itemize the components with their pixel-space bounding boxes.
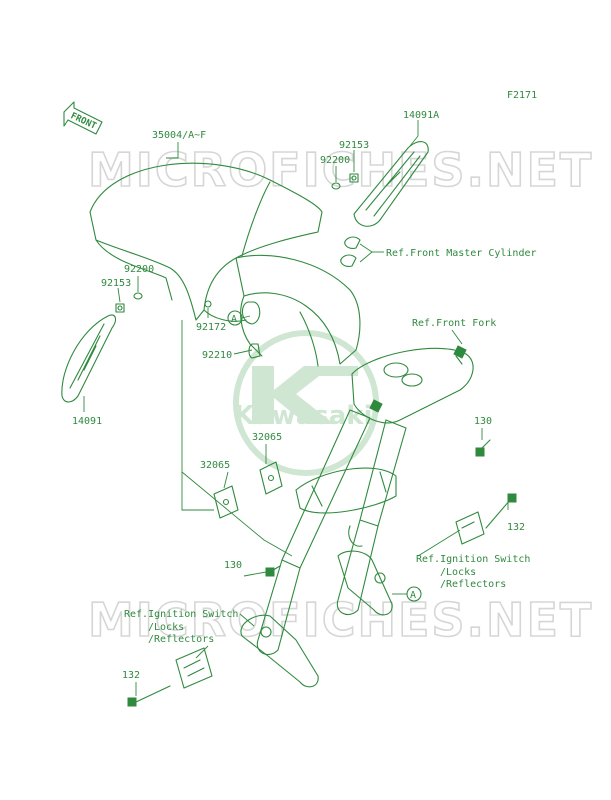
label-92200-top: 92200 bbox=[320, 155, 350, 166]
reflector-bracket-left bbox=[175, 647, 213, 689]
svg-text:A: A bbox=[231, 314, 237, 325]
bolt-92153-top bbox=[349, 173, 359, 183]
part-labels: 35004/A~F 14091A 92153 92200 Ref.Front M… bbox=[72, 110, 537, 681]
label-92153-top: 92153 bbox=[339, 140, 369, 151]
label-ref-front-master-cylinder: Ref.Front Master Cylinder bbox=[386, 248, 537, 259]
mudguard-right bbox=[353, 141, 429, 227]
label-reflectors-right: /Reflectors bbox=[440, 579, 506, 590]
leader-lines bbox=[83, 120, 509, 696]
kawasaki-logo: Kawasaki bbox=[233, 330, 379, 476]
label-132-left: 132 bbox=[122, 670, 140, 681]
watermark-bottom: MICROFICHES.NET bbox=[88, 593, 593, 647]
label-locks-right: /Locks bbox=[440, 567, 476, 578]
front-fork-assembly bbox=[240, 345, 474, 688]
clip-92172 bbox=[204, 300, 212, 308]
bracket-32065-lower bbox=[213, 485, 239, 519]
label-ref-ignition-switch-left: Ref.Ignition Switch bbox=[124, 609, 238, 620]
bolt-130-right bbox=[475, 439, 491, 457]
bolt-132-left bbox=[127, 685, 171, 707]
label-14091: 14091 bbox=[72, 416, 102, 427]
bolt-132-right bbox=[485, 493, 517, 529]
label-130-left: 130 bbox=[224, 560, 242, 571]
svg-text:A: A bbox=[410, 590, 416, 601]
clamp-92210 bbox=[241, 301, 261, 359]
front-fender bbox=[89, 162, 361, 367]
callout-a-upper: A bbox=[227, 310, 251, 326]
reflector-bracket-right bbox=[455, 511, 485, 545]
front-arrow-icon: FRONT bbox=[63, 101, 103, 135]
washer-92200-left bbox=[133, 292, 143, 300]
master-cylinder-fittings bbox=[340, 236, 361, 267]
logo-text: Kawasaki bbox=[234, 401, 372, 431]
front-arrow-label: FRONT bbox=[69, 111, 98, 132]
label-locks-left: /Locks bbox=[148, 622, 184, 633]
label-14091a: 14091A bbox=[403, 110, 439, 121]
mudguard-left bbox=[61, 314, 117, 403]
label-35004: 35004/A~F bbox=[152, 130, 206, 141]
bolt-130-left bbox=[265, 565, 281, 577]
label-reflectors-left: /Reflectors bbox=[148, 634, 214, 645]
washer-92200-top bbox=[331, 182, 341, 190]
label-92210: 92210 bbox=[202, 350, 232, 361]
label-132-right: 132 bbox=[507, 522, 525, 533]
label-92153-left: 92153 bbox=[101, 278, 131, 289]
watermark-top: MICROFICHES.NET bbox=[88, 143, 593, 197]
label-92200-left: 92200 bbox=[124, 264, 154, 275]
callout-a-lower: A bbox=[392, 586, 422, 602]
bracket-32065-upper bbox=[259, 461, 283, 495]
label-ref-front-fork: Ref.Front Fork bbox=[412, 318, 496, 329]
label-32065-lower: 32065 bbox=[200, 460, 230, 471]
label-32065-upper: 32065 bbox=[252, 432, 282, 443]
figure-code: F2171 bbox=[507, 90, 537, 101]
label-ref-ignition-switch-right: Ref.Ignition Switch bbox=[416, 554, 530, 565]
label-130-right: 130 bbox=[474, 416, 492, 427]
label-92172: 92172 bbox=[196, 322, 226, 333]
bolt-92153-left bbox=[115, 303, 125, 313]
